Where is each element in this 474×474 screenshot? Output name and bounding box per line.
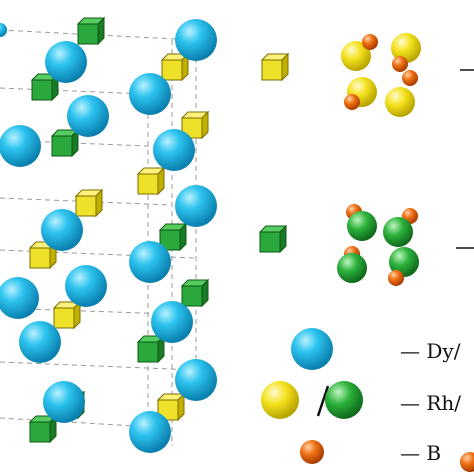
rh-green-cube — [158, 222, 188, 252]
dy-sphere — [151, 301, 193, 343]
legend: — Dy/ — Rh/ — B — [261, 328, 474, 472]
rh-green-sphere — [383, 217, 413, 247]
dy-sphere — [175, 185, 217, 227]
dy-sphere — [0, 23, 7, 37]
rh-yellow-cube — [52, 300, 82, 330]
rh-yellow-sphere — [385, 87, 415, 117]
rh-green-cube — [136, 334, 166, 364]
rh-green-sphere — [347, 211, 377, 241]
rh-yellow-cube-legend — [260, 52, 290, 82]
b-legend-label: — B — [400, 441, 441, 465]
dy-sphere — [19, 321, 61, 363]
rh-yellow-cube — [156, 392, 186, 422]
rh-green-site-panel — [258, 204, 474, 286]
dy-sphere — [153, 129, 195, 171]
rh-green-cube — [76, 16, 106, 46]
dy-sphere — [129, 411, 171, 453]
dy-legend-label: — Dy/ — [400, 339, 461, 363]
dy-sphere — [0, 125, 41, 167]
rh-green-sphere — [389, 247, 419, 277]
dy-sphere — [43, 381, 85, 423]
rh-yellow-cube — [180, 110, 210, 140]
rh-yellow-legend-sphere — [261, 381, 299, 419]
rh-yellow-sphere — [341, 41, 371, 71]
rh-yellow-site-panel — [260, 33, 474, 117]
boron-sphere — [388, 270, 404, 286]
boron-sphere — [392, 56, 408, 72]
rh-yellow-cube — [160, 52, 190, 82]
boron-legend-sphere — [300, 440, 324, 464]
dy-sphere — [65, 265, 107, 307]
rh-yellow-sphere — [391, 33, 421, 63]
slash-separator — [316, 385, 330, 417]
dy-sphere — [0, 277, 39, 319]
dy-sphere — [41, 209, 83, 251]
rh-yellow-cube — [74, 188, 104, 218]
crystal-lattice — [0, 16, 217, 453]
boron-sphere — [402, 70, 418, 86]
dy-sphere — [67, 95, 109, 137]
dy-sphere — [45, 41, 87, 83]
dy-sphere — [175, 359, 217, 401]
rh-green-sphere — [337, 253, 367, 283]
boron-sphere-partial — [460, 452, 474, 472]
dy-sphere — [129, 241, 171, 283]
dy-legend-sphere — [291, 328, 333, 370]
dy-sphere — [175, 19, 217, 61]
rh-yellow-cube — [136, 166, 166, 196]
boron-sphere — [362, 34, 378, 50]
rh-green-cube — [180, 278, 210, 308]
rh-green-cube-legend — [258, 224, 288, 254]
rh-green-cube — [50, 128, 80, 158]
rh-green-legend-sphere — [325, 381, 363, 419]
rh-green-cube — [28, 414, 58, 444]
dy-sphere — [129, 73, 171, 115]
boron-sphere — [344, 94, 360, 110]
rh-legend-label: — Rh/ — [400, 391, 461, 415]
